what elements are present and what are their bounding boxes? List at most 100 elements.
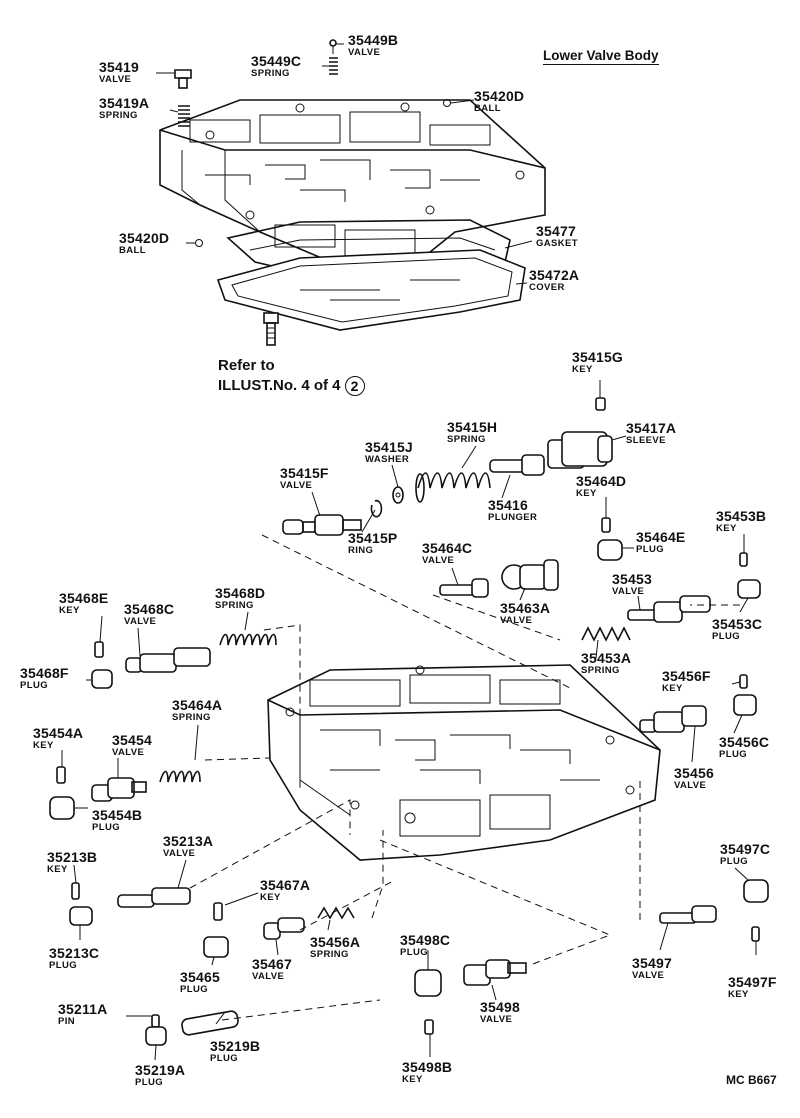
part-number: 35415P [348, 530, 398, 546]
part-number: 35454 [112, 732, 152, 748]
part-desc: VALVE [422, 555, 455, 566]
part-desc: KEY [402, 1074, 423, 1085]
right-parts [414, 674, 769, 1035]
valve-35213A [117, 887, 191, 908]
part-number: 35420D [474, 88, 525, 104]
valve-35463A [501, 559, 559, 591]
part-desc: KEY [576, 488, 597, 499]
part-desc: VALVE [480, 1014, 513, 1025]
part-desc: VALVE [280, 480, 313, 491]
part-desc: PLUG [636, 544, 664, 555]
part-number: 35416 [488, 497, 528, 513]
part-desc: VALVE [500, 615, 533, 626]
part-number: 35464A [172, 697, 223, 713]
part-desc: SPRING [215, 600, 254, 611]
part-number: 35477 [536, 223, 576, 239]
part-desc: KEY [33, 740, 54, 751]
part-number: 35449B [348, 32, 399, 48]
part-number: 35211A [58, 1001, 108, 1017]
cover [216, 249, 526, 331]
part-number: 35497C [720, 841, 771, 857]
sleeve-35417A [547, 431, 613, 469]
part-desc: VALVE [163, 848, 196, 859]
part-number: 35497 [632, 955, 672, 971]
plunger-35416 [489, 454, 545, 476]
part-number: 35498C [400, 932, 451, 948]
part-number: 35465 [180, 969, 220, 985]
part-desc: PLUG [210, 1053, 238, 1064]
part-number: 35415F [280, 465, 329, 481]
part-number: 35468C [124, 601, 175, 617]
part-number: 35453A [581, 650, 632, 666]
part-number: 35467 [252, 956, 292, 972]
part-desc: KEY [716, 523, 737, 534]
part-desc: KEY [47, 864, 68, 875]
leader-lines [61, 43, 757, 1061]
part-desc: SPRING [251, 68, 290, 79]
part-number: 35464C [422, 540, 473, 556]
part-desc: PLUG [135, 1077, 163, 1088]
part-desc: KEY [260, 892, 281, 903]
part-number: 35213C [49, 945, 100, 961]
part-number: 35456A [310, 934, 361, 950]
part-desc: WASHER [365, 454, 410, 465]
part-desc: VALVE [612, 586, 645, 597]
part-number: 35219B [210, 1038, 261, 1054]
part-desc: VALVE [348, 47, 381, 58]
part-desc: PIN [58, 1016, 76, 1027]
part-desc: VALVE [632, 970, 665, 981]
part-number: 35464E [636, 529, 686, 545]
part-desc: KEY [59, 605, 80, 616]
part-number: 35498 [480, 999, 520, 1015]
part-desc: COVER [529, 282, 565, 293]
valve-35415F [282, 514, 362, 536]
part-desc: KEY [662, 683, 683, 694]
part-number: 35219A [135, 1062, 186, 1078]
reference-line-2: ILLUST.No. 4 of 4 [218, 376, 341, 394]
lower-valve-body [267, 664, 661, 861]
part-desc: PLUG [180, 984, 208, 995]
part-number: 35213A [163, 833, 214, 849]
part-desc: PLUG [400, 947, 428, 958]
valve-35468C [125, 647, 211, 673]
part-number: 35456F [662, 668, 711, 684]
mid-parts [282, 397, 761, 642]
part-number: 35415H [447, 419, 498, 435]
part-desc: PLUNGER [488, 512, 538, 523]
part-desc: PLUG [92, 822, 120, 833]
part-number: 35467A [260, 877, 311, 893]
